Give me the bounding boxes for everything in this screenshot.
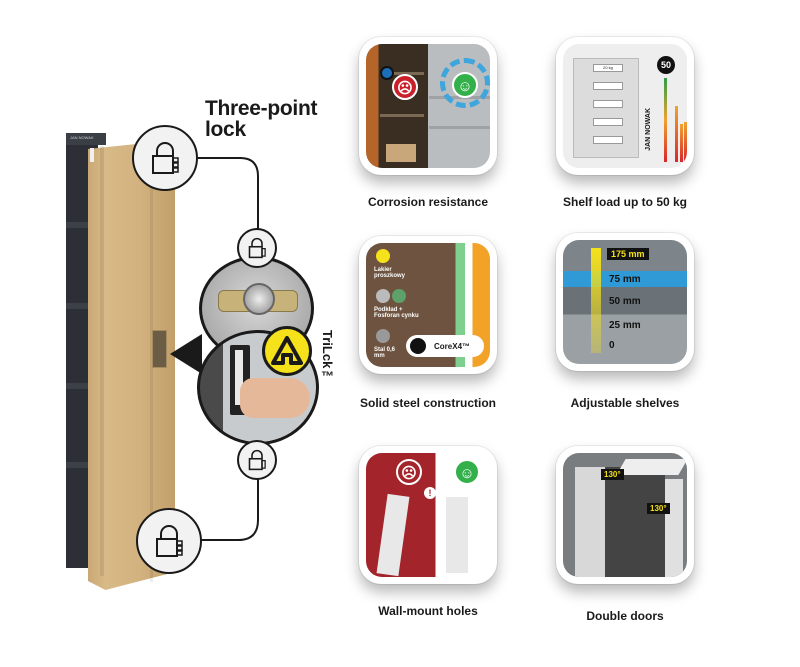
- tile-label: Shelf load up to 50 kg: [562, 195, 687, 209]
- water-drop-icon: [380, 66, 394, 80]
- sad-face-icon: ☹: [392, 74, 418, 100]
- pointer-arrow: [170, 334, 202, 374]
- handle: [235, 350, 243, 405]
- paint-icon: [376, 249, 390, 263]
- cabinet-top: [66, 133, 106, 145]
- cabinet-shelf: [66, 462, 88, 468]
- height-arrow-icon: [591, 248, 601, 353]
- tile-label: Wall-mount holes: [378, 604, 478, 618]
- lock-cylinder: [243, 283, 275, 315]
- cabinet-shelf: [66, 303, 88, 309]
- tile-corrosion-resistance: ☹ ☺: [359, 37, 497, 175]
- left-door: [575, 467, 605, 577]
- layer-label: Stal 0,6 mm: [374, 347, 396, 359]
- cabinet-interior: [605, 467, 665, 577]
- load-badge: 50: [657, 56, 675, 74]
- angle-label: 130°: [647, 503, 670, 514]
- weight-tag: 20 kg: [593, 64, 623, 72]
- door-rib: [100, 146, 104, 576]
- corex4-icon: [410, 338, 426, 354]
- door-hinge: [90, 148, 94, 162]
- tile-wall-mount: ☹ ☺ !: [359, 446, 497, 584]
- tile-double-doors: 130° 130°: [556, 446, 694, 584]
- corex4-badge: CoreX4™: [406, 335, 484, 357]
- padlock-icon: [237, 228, 277, 268]
- padlock-icon: [132, 125, 198, 191]
- zinc-icon: [392, 289, 406, 303]
- tile-shelf-load: 20 kg 50 JAN NOWAK: [556, 37, 694, 175]
- feature-title: Three-point lock: [205, 97, 318, 141]
- measure-label: 0: [609, 340, 615, 351]
- trilock-logo-icon: [262, 326, 312, 376]
- primer-icon: [376, 289, 390, 303]
- load-bar: [675, 106, 678, 162]
- hand-image: [240, 378, 310, 418]
- happy-face-icon: ☺: [454, 459, 480, 485]
- load-badge-value: 50: [660, 60, 671, 70]
- angle-label: 130°: [601, 469, 624, 480]
- tile-label: Double doors: [586, 609, 664, 623]
- door-rib: [150, 142, 153, 582]
- right-door: [665, 479, 683, 577]
- load-bar: [684, 122, 687, 162]
- recycle-arrows-icon: [440, 58, 490, 108]
- load-bar: [664, 78, 667, 162]
- brand-label: JAN NOWAK: [645, 108, 652, 151]
- padlock-icon: [237, 440, 277, 480]
- mounted-cabinet-image: [446, 497, 468, 573]
- load-bar: [680, 124, 683, 162]
- padlock-icon: [136, 508, 202, 574]
- tile-solid-steel: Lakier proszkowy Podkład + Fosforan cynk…: [359, 236, 497, 374]
- sad-face-icon: ☹: [396, 459, 422, 485]
- cabinet-top: [616, 459, 687, 475]
- steel-icon: [376, 329, 390, 343]
- falling-cabinet-image: [376, 493, 410, 577]
- cabinet-shelf: [66, 222, 88, 228]
- tile-label: Solid steel construction: [359, 396, 497, 410]
- tile-label: Adjustable shelves: [570, 396, 680, 410]
- tile-adjustable-shelves: 175 mm 75 mm 50 mm 25 mm 0: [556, 233, 694, 371]
- corex4-label: CoreX4™: [434, 341, 471, 351]
- measure-label: 175 mm: [607, 248, 649, 260]
- tile-label: Corrosion resistance: [367, 195, 489, 209]
- cabinet-shelf: [66, 383, 88, 389]
- trilock-label: TriLck™: [320, 330, 335, 384]
- door-latch: [152, 330, 167, 368]
- measure-label: 25 mm: [609, 320, 641, 331]
- cabinet-brand: JAN NOWAK: [70, 135, 94, 140]
- layer-label: Podkład + Fosforan cynku: [374, 307, 419, 319]
- layer-label: Lakier proszkowy: [374, 267, 406, 279]
- measure-label: 50 mm: [609, 296, 641, 307]
- measure-label: 75 mm: [609, 274, 641, 285]
- warning-icon: !: [424, 487, 436, 499]
